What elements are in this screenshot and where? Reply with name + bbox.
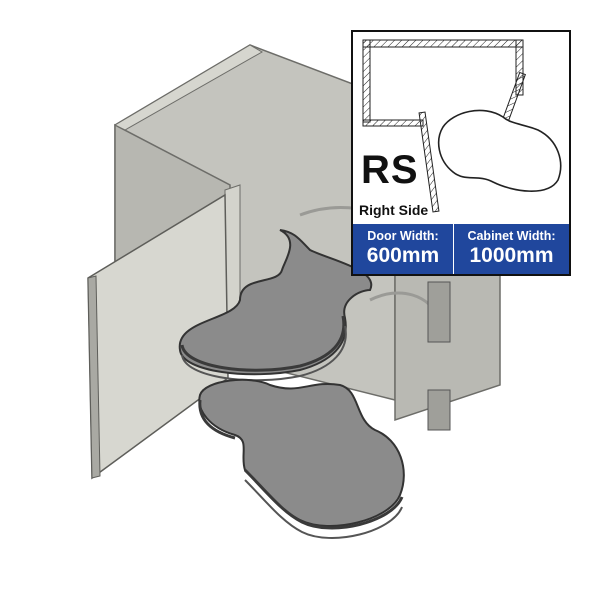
lower-shelf-rail xyxy=(243,468,404,530)
plan-diagram xyxy=(362,39,562,213)
cabinet-top-edge xyxy=(113,44,264,131)
cabinet-width-cell: Cabinet Width: 1000mm xyxy=(453,224,569,274)
plan-left-wall xyxy=(362,39,371,123)
spec-row: Door Width: 600mm Cabinet Width: 1000mm xyxy=(353,224,569,274)
door-width-value: 600mm xyxy=(366,243,440,267)
spec-panel: RS Right Side Door Width: 600mm Cabinet … xyxy=(351,30,571,276)
plan-right-door xyxy=(501,71,527,123)
door-width-label: Door Width: xyxy=(367,229,439,244)
mounting-bracket-upper xyxy=(427,281,451,343)
plan-shelf-outline xyxy=(437,109,562,192)
upper-shelf-rail-2 xyxy=(181,325,347,382)
plan-right-wall xyxy=(515,39,524,96)
plan-back-wall xyxy=(362,39,524,48)
plan-front-rail xyxy=(362,119,424,127)
mounting-bracket-lower xyxy=(427,389,451,431)
lower-shelf-rail-3 xyxy=(198,399,236,440)
upper-shelf-rail xyxy=(180,315,346,372)
cabinet-width-label: Cabinet Width: xyxy=(467,229,556,244)
plan-door xyxy=(418,111,440,213)
cabinet-width-value: 1000mm xyxy=(469,243,554,267)
door-width-cell: Door Width: 600mm xyxy=(353,224,453,274)
upper-shelf-tray xyxy=(178,229,373,376)
cabinet-door-edge xyxy=(87,275,101,479)
lower-shelf-tray xyxy=(198,378,405,527)
side-code: RS xyxy=(361,148,419,192)
side-label: Right Side xyxy=(359,202,429,218)
lower-shelf-rail-2 xyxy=(244,479,403,539)
